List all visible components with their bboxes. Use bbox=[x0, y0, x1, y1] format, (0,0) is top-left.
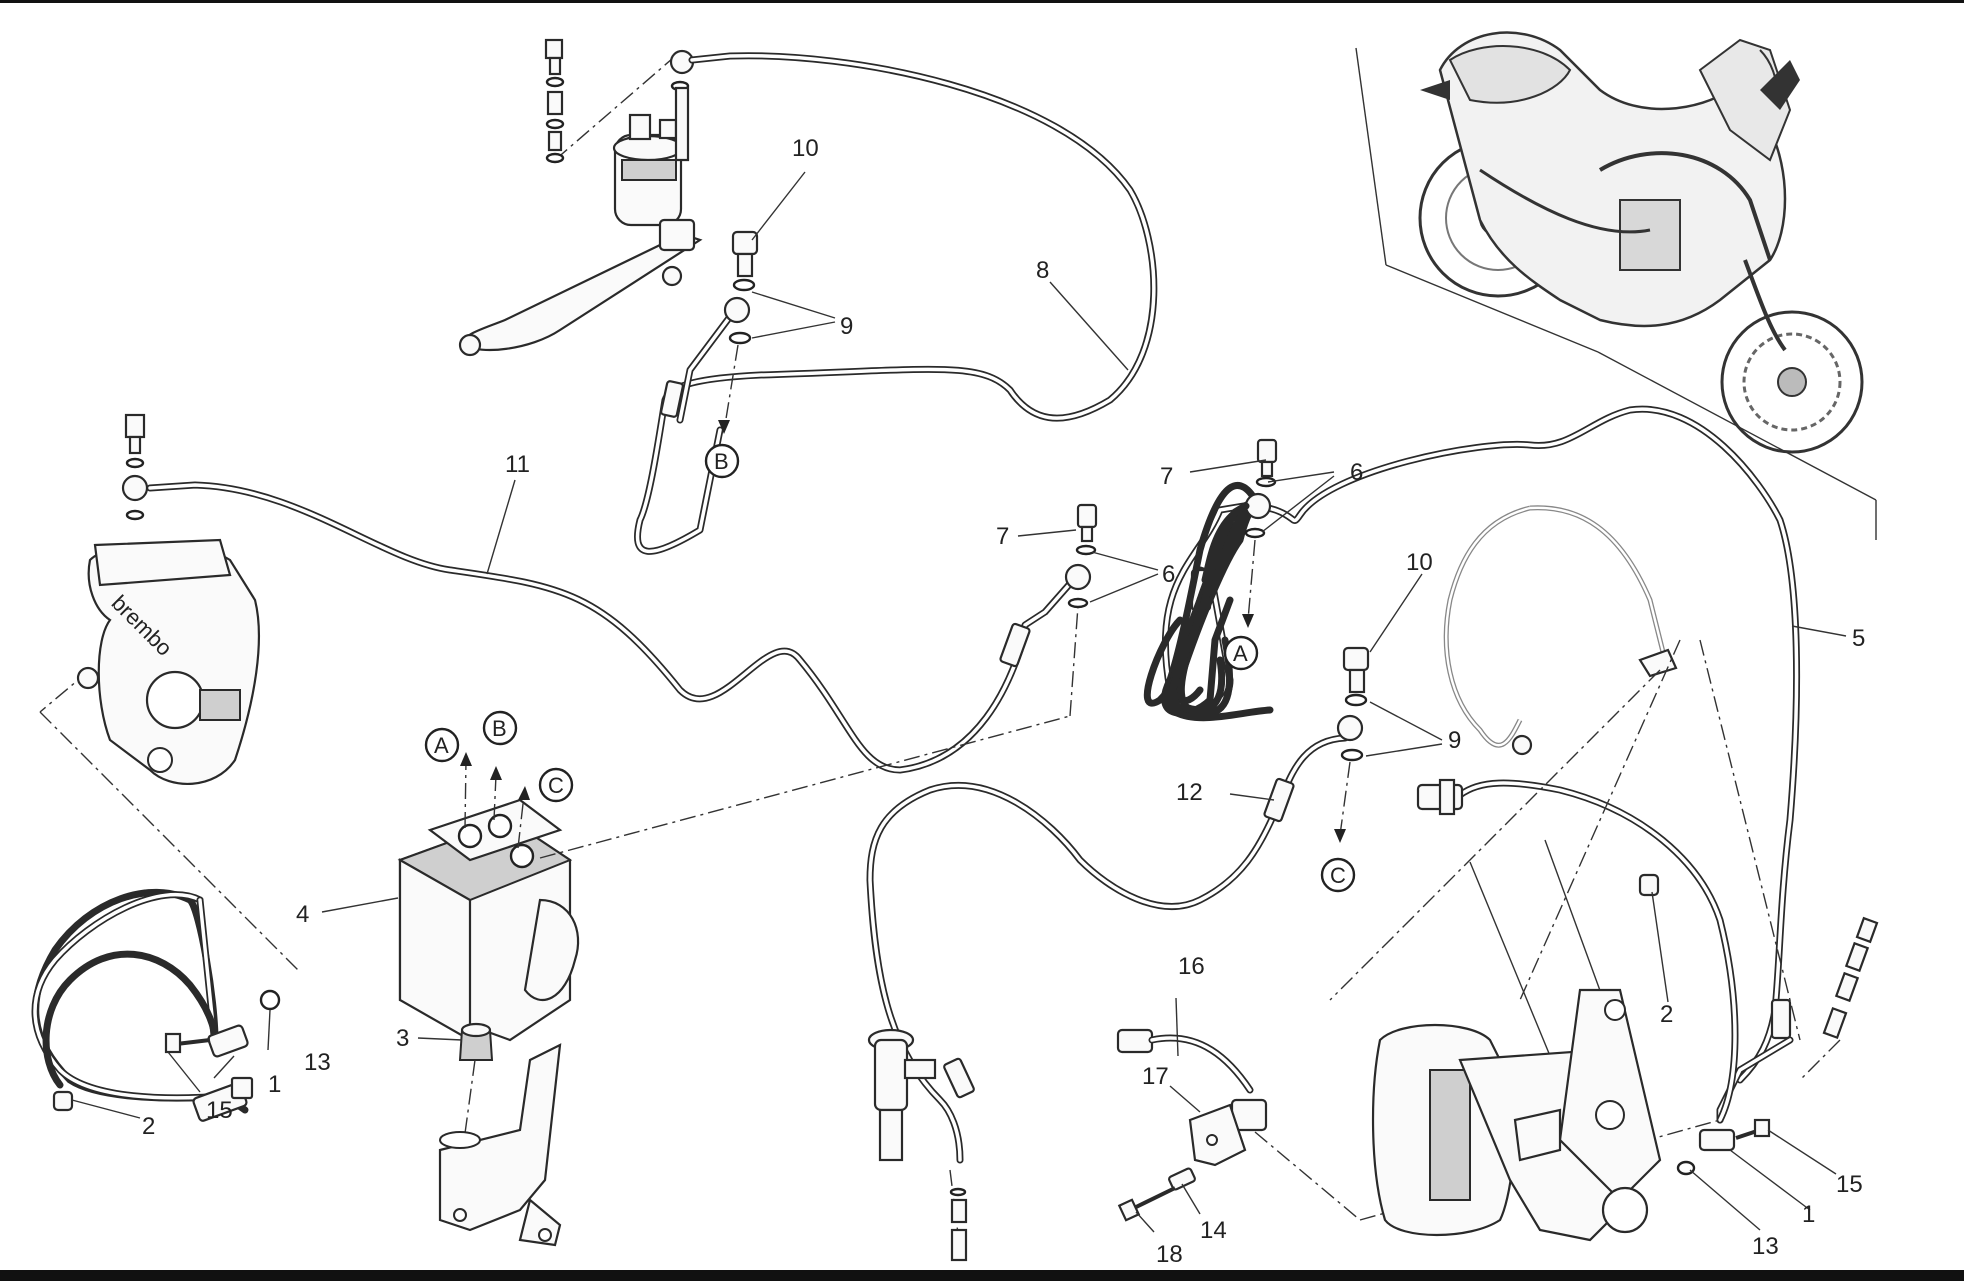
motorcycle-overview-illustration bbox=[1355, 31, 1877, 540]
callout-11: 11 bbox=[505, 451, 530, 478]
marker-a-right: A bbox=[1233, 641, 1248, 666]
callout-numbers: 10 9 8 11 7 6 7 6 10 9 12 5 4 3 16 17 14… bbox=[142, 135, 1865, 1268]
callout-10-lower: 10 bbox=[1406, 549, 1433, 576]
callout-9-lower: 9 bbox=[1448, 727, 1461, 754]
bottom-frame-bar bbox=[0, 1270, 1964, 1281]
marker-b-upper: B bbox=[714, 449, 729, 474]
callout-10-upper: 10 bbox=[792, 135, 819, 162]
rear-sensor-fasteners bbox=[52, 989, 281, 1112]
callout-14: 14 bbox=[1200, 1217, 1227, 1244]
top-frame-bar bbox=[0, 0, 1964, 3]
marker-a-abs: A bbox=[434, 733, 449, 758]
callout-15-right: 15 bbox=[1836, 1171, 1863, 1198]
rear-brake-master-cylinder bbox=[867, 1028, 968, 1262]
callout-7-middle: 7 bbox=[996, 523, 1009, 550]
callout-1-left: 1 bbox=[268, 1071, 281, 1098]
marker-c-lower: C bbox=[1330, 863, 1346, 888]
callout-17: 17 bbox=[1142, 1063, 1169, 1090]
callout-18: 18 bbox=[1156, 1241, 1183, 1268]
connection-markers: B A C A B C bbox=[424, 443, 1356, 893]
hose-front-abs-to-a bbox=[1167, 496, 1274, 722]
bleed-fastener-stack-lower bbox=[1334, 646, 1370, 843]
abs-mounting-bracket bbox=[438, 1043, 562, 1247]
front-brake-caliper bbox=[1329, 639, 1879, 1242]
hose-11-rear-caliper-to-abs bbox=[146, 481, 1024, 774]
callout-6-upper: 6 bbox=[1350, 459, 1363, 486]
bleed-fastener-stack-upper bbox=[718, 230, 759, 434]
callout-2-left: 2 bbox=[142, 1113, 155, 1140]
rear-brake-caliper: brembo bbox=[39, 413, 301, 973]
callout-3: 3 bbox=[396, 1025, 409, 1052]
callout-8: 8 bbox=[1036, 257, 1049, 284]
callout-16: 16 bbox=[1178, 953, 1205, 980]
abs-hydraulic-unit bbox=[397, 605, 1079, 1171]
callout-13-left: 13 bbox=[304, 1049, 331, 1076]
callout-9-upper: 9 bbox=[840, 313, 853, 340]
callout-15-left: 15 bbox=[206, 1097, 233, 1124]
callout-1-right: 1 bbox=[1802, 1201, 1815, 1228]
marker-c-abs: C bbox=[548, 773, 564, 798]
banjo-fastener-stack-middle bbox=[1064, 503, 1098, 609]
callout-13-right: 13 bbox=[1752, 1233, 1779, 1260]
callout-5: 5 bbox=[1852, 625, 1865, 652]
hose-8-front-master-to-abs bbox=[634, 52, 1158, 555]
callout-6-middle: 6 bbox=[1162, 561, 1175, 588]
callout-4: 4 bbox=[296, 901, 309, 928]
callout-leader-lines bbox=[71, 171, 1847, 1233]
banjo-fastener-stack-upper-right bbox=[1201, 438, 1278, 628]
hose-5-upper-loop bbox=[1443, 505, 1531, 748]
callout-2-right: 2 bbox=[1660, 1001, 1673, 1028]
front-brake-master-cylinder bbox=[458, 38, 703, 357]
callout-12: 12 bbox=[1176, 779, 1203, 806]
callout-7-upper: 7 bbox=[1160, 463, 1173, 490]
marker-b-abs: B bbox=[492, 716, 507, 741]
